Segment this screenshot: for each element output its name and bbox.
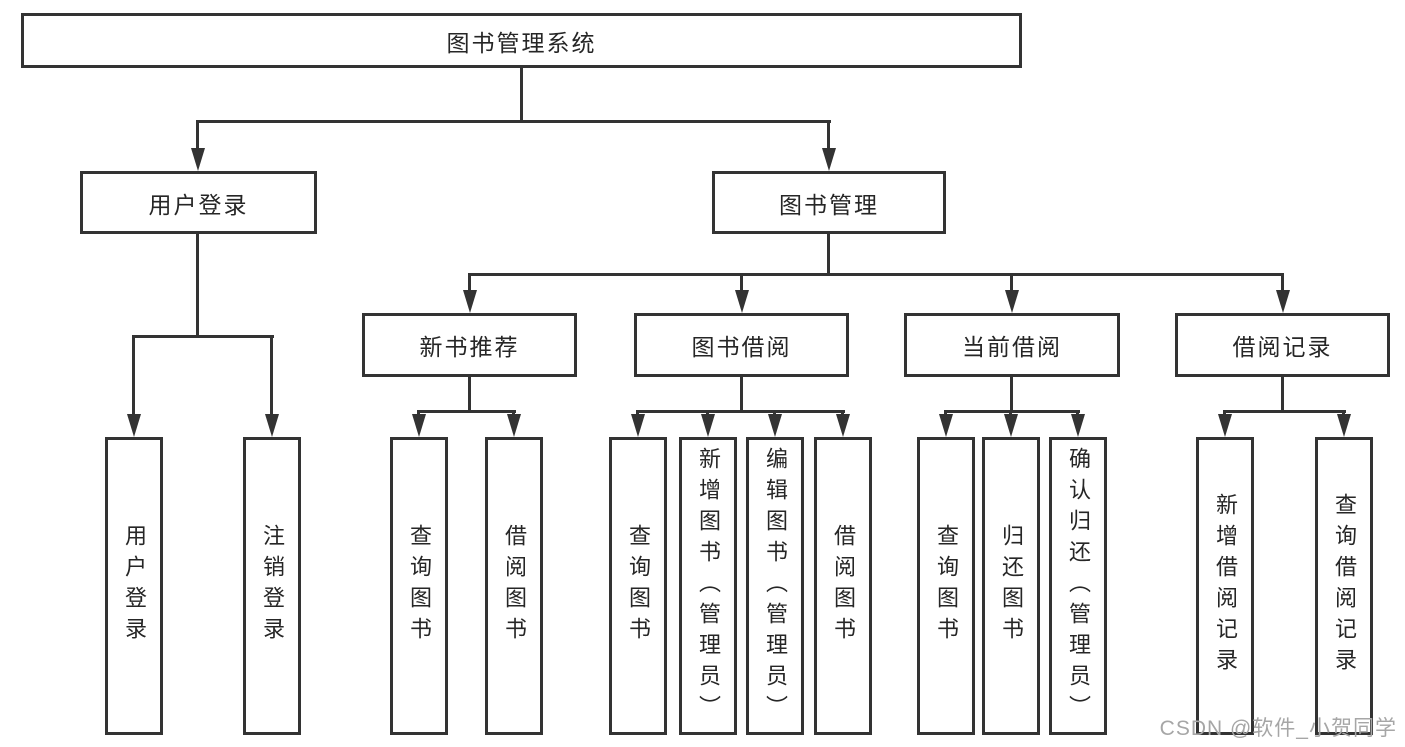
connector-line xyxy=(638,410,845,413)
node-label: 借阅记录 xyxy=(1232,334,1333,360)
node-label: 新增借阅记录 xyxy=(1213,493,1238,679)
connector-line xyxy=(196,234,199,335)
connector-line xyxy=(740,377,743,410)
arrowhead-down-icon xyxy=(191,148,205,171)
watermark: CSDN @软件_小贺同学 xyxy=(1159,717,1397,740)
leaf-bb-edit-books-admin: 编辑图书（管理员） xyxy=(746,437,804,735)
arrowhead-down-icon xyxy=(507,414,521,437)
connector-line xyxy=(132,335,135,417)
connector-line xyxy=(740,273,743,293)
arrowhead-down-icon xyxy=(127,414,141,437)
connector-line xyxy=(469,273,1284,276)
node-label: 查询图书 xyxy=(934,524,959,648)
connector-line xyxy=(946,410,1080,413)
node-label: 当前借阅 xyxy=(962,334,1062,360)
leaf-nb-borrow-books: 借阅图书 xyxy=(485,437,543,735)
node-user-login: 用户登录 xyxy=(80,171,317,234)
node-label: 编辑图书（管理员） xyxy=(763,446,788,726)
arrowhead-down-icon xyxy=(1004,414,1018,437)
node-new-book-recommend: 新书推荐 xyxy=(362,313,577,377)
leaf-bb-query-books: 查询图书 xyxy=(609,437,667,735)
arrowhead-down-icon xyxy=(1276,290,1290,313)
arrowhead-down-icon xyxy=(1005,290,1019,313)
node-label: 用户登录 xyxy=(148,191,249,218)
connector-line xyxy=(1010,273,1013,293)
arrowhead-down-icon xyxy=(1337,414,1351,437)
node-label: 注销登录 xyxy=(260,524,285,648)
leaf-bb-borrow-books: 借阅图书 xyxy=(814,437,872,735)
leaf-br-add-record: 新增借阅记录 xyxy=(1196,437,1254,735)
arrowhead-down-icon xyxy=(939,414,953,437)
node-book-borrowing: 图书借阅 xyxy=(634,313,849,377)
arrowhead-down-icon xyxy=(463,290,477,313)
node-label: 图书借阅 xyxy=(691,334,792,360)
node-label: 用户登录 xyxy=(122,524,147,648)
connector-line xyxy=(827,234,830,273)
node-borrowing-records: 借阅记录 xyxy=(1175,313,1390,377)
node-label: 新增图书（管理员） xyxy=(696,446,721,726)
node-label: 图书管理系统 xyxy=(446,29,597,56)
arrowhead-down-icon xyxy=(822,148,836,171)
leaf-cb-confirm-return-admin: 确认归还（管理员） xyxy=(1049,437,1107,735)
arrowhead-down-icon xyxy=(836,414,850,437)
node-label: 归还图书 xyxy=(999,524,1024,648)
connector-line xyxy=(520,68,523,120)
node-label: 图书管理 xyxy=(779,191,879,218)
leaf-nb-query-books: 查询图书 xyxy=(390,437,448,735)
node-label: 查询图书 xyxy=(407,524,432,648)
node-label: 新书推荐 xyxy=(419,334,520,360)
connector-line xyxy=(1281,377,1284,410)
node-label: 查询图书 xyxy=(626,524,651,648)
arrowhead-down-icon xyxy=(631,414,645,437)
connector-line xyxy=(419,410,516,413)
arrowhead-down-icon xyxy=(412,414,426,437)
node-book-management: 图书管理 xyxy=(712,171,946,234)
node-label: 确认归还（管理员） xyxy=(1066,446,1091,726)
connector-line xyxy=(827,120,830,150)
connector-line xyxy=(1281,273,1284,293)
connector-line xyxy=(196,120,199,150)
leaf-cb-return-books: 归还图书 xyxy=(982,437,1040,735)
connector-line xyxy=(270,335,273,417)
connector-line xyxy=(134,335,274,338)
node-book-management-system: 图书管理系统 xyxy=(21,13,1022,68)
arrowhead-down-icon xyxy=(701,414,715,437)
node-label: 借阅图书 xyxy=(831,524,856,648)
arrowhead-down-icon xyxy=(768,414,782,437)
leaf-user-login: 用户登录 xyxy=(105,437,163,735)
leaf-br-query-record: 查询借阅记录 xyxy=(1315,437,1373,735)
arrowhead-down-icon xyxy=(1218,414,1232,437)
connector-line xyxy=(468,377,471,410)
leaf-cb-query-books: 查询图书 xyxy=(917,437,975,735)
arrowhead-down-icon xyxy=(265,414,279,437)
connector-line xyxy=(1010,377,1013,410)
connector-line xyxy=(468,273,471,293)
leaf-logout: 注销登录 xyxy=(243,437,301,735)
arrowhead-down-icon xyxy=(1071,414,1085,437)
arrowhead-down-icon xyxy=(735,290,749,313)
leaf-bb-add-books-admin: 新增图书（管理员） xyxy=(679,437,737,735)
connector-line xyxy=(1225,410,1346,413)
node-label: 借阅图书 xyxy=(502,524,527,648)
node-current-borrowing: 当前借阅 xyxy=(904,313,1120,377)
connector-line xyxy=(197,120,831,123)
node-label: 查询借阅记录 xyxy=(1332,493,1357,679)
